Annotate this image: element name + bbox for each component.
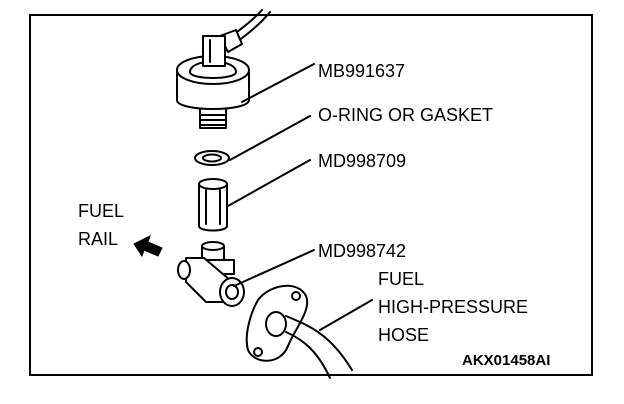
high-pressure-hose [245,284,353,379]
label-md998709: MD998709 [318,151,407,171]
label-hose-line1: FUEL [378,269,425,289]
label-mb991637: MB991637 [318,61,406,81]
label-hose-line2: HIGH-PRESSURE [378,297,529,317]
label-hose-line3: HOSE [378,325,430,345]
figure-frame [29,14,593,376]
adapter-md998709 [198,178,228,232]
label-o-ring: O-RING OR GASKET [318,105,494,125]
leader-lines [227,63,373,331]
label-fuel-rail-line2: RAIL [78,229,119,249]
figure-code: AKX01458AI [462,352,551,369]
o-ring [194,150,230,166]
gauge-mb991637 [176,29,250,129]
label-md998742: MD998742 [318,241,407,261]
fitting-md998742 [177,241,245,307]
label-fuel-rail-line1: FUEL [78,201,125,221]
fuel-rail-arrow [133,235,163,258]
